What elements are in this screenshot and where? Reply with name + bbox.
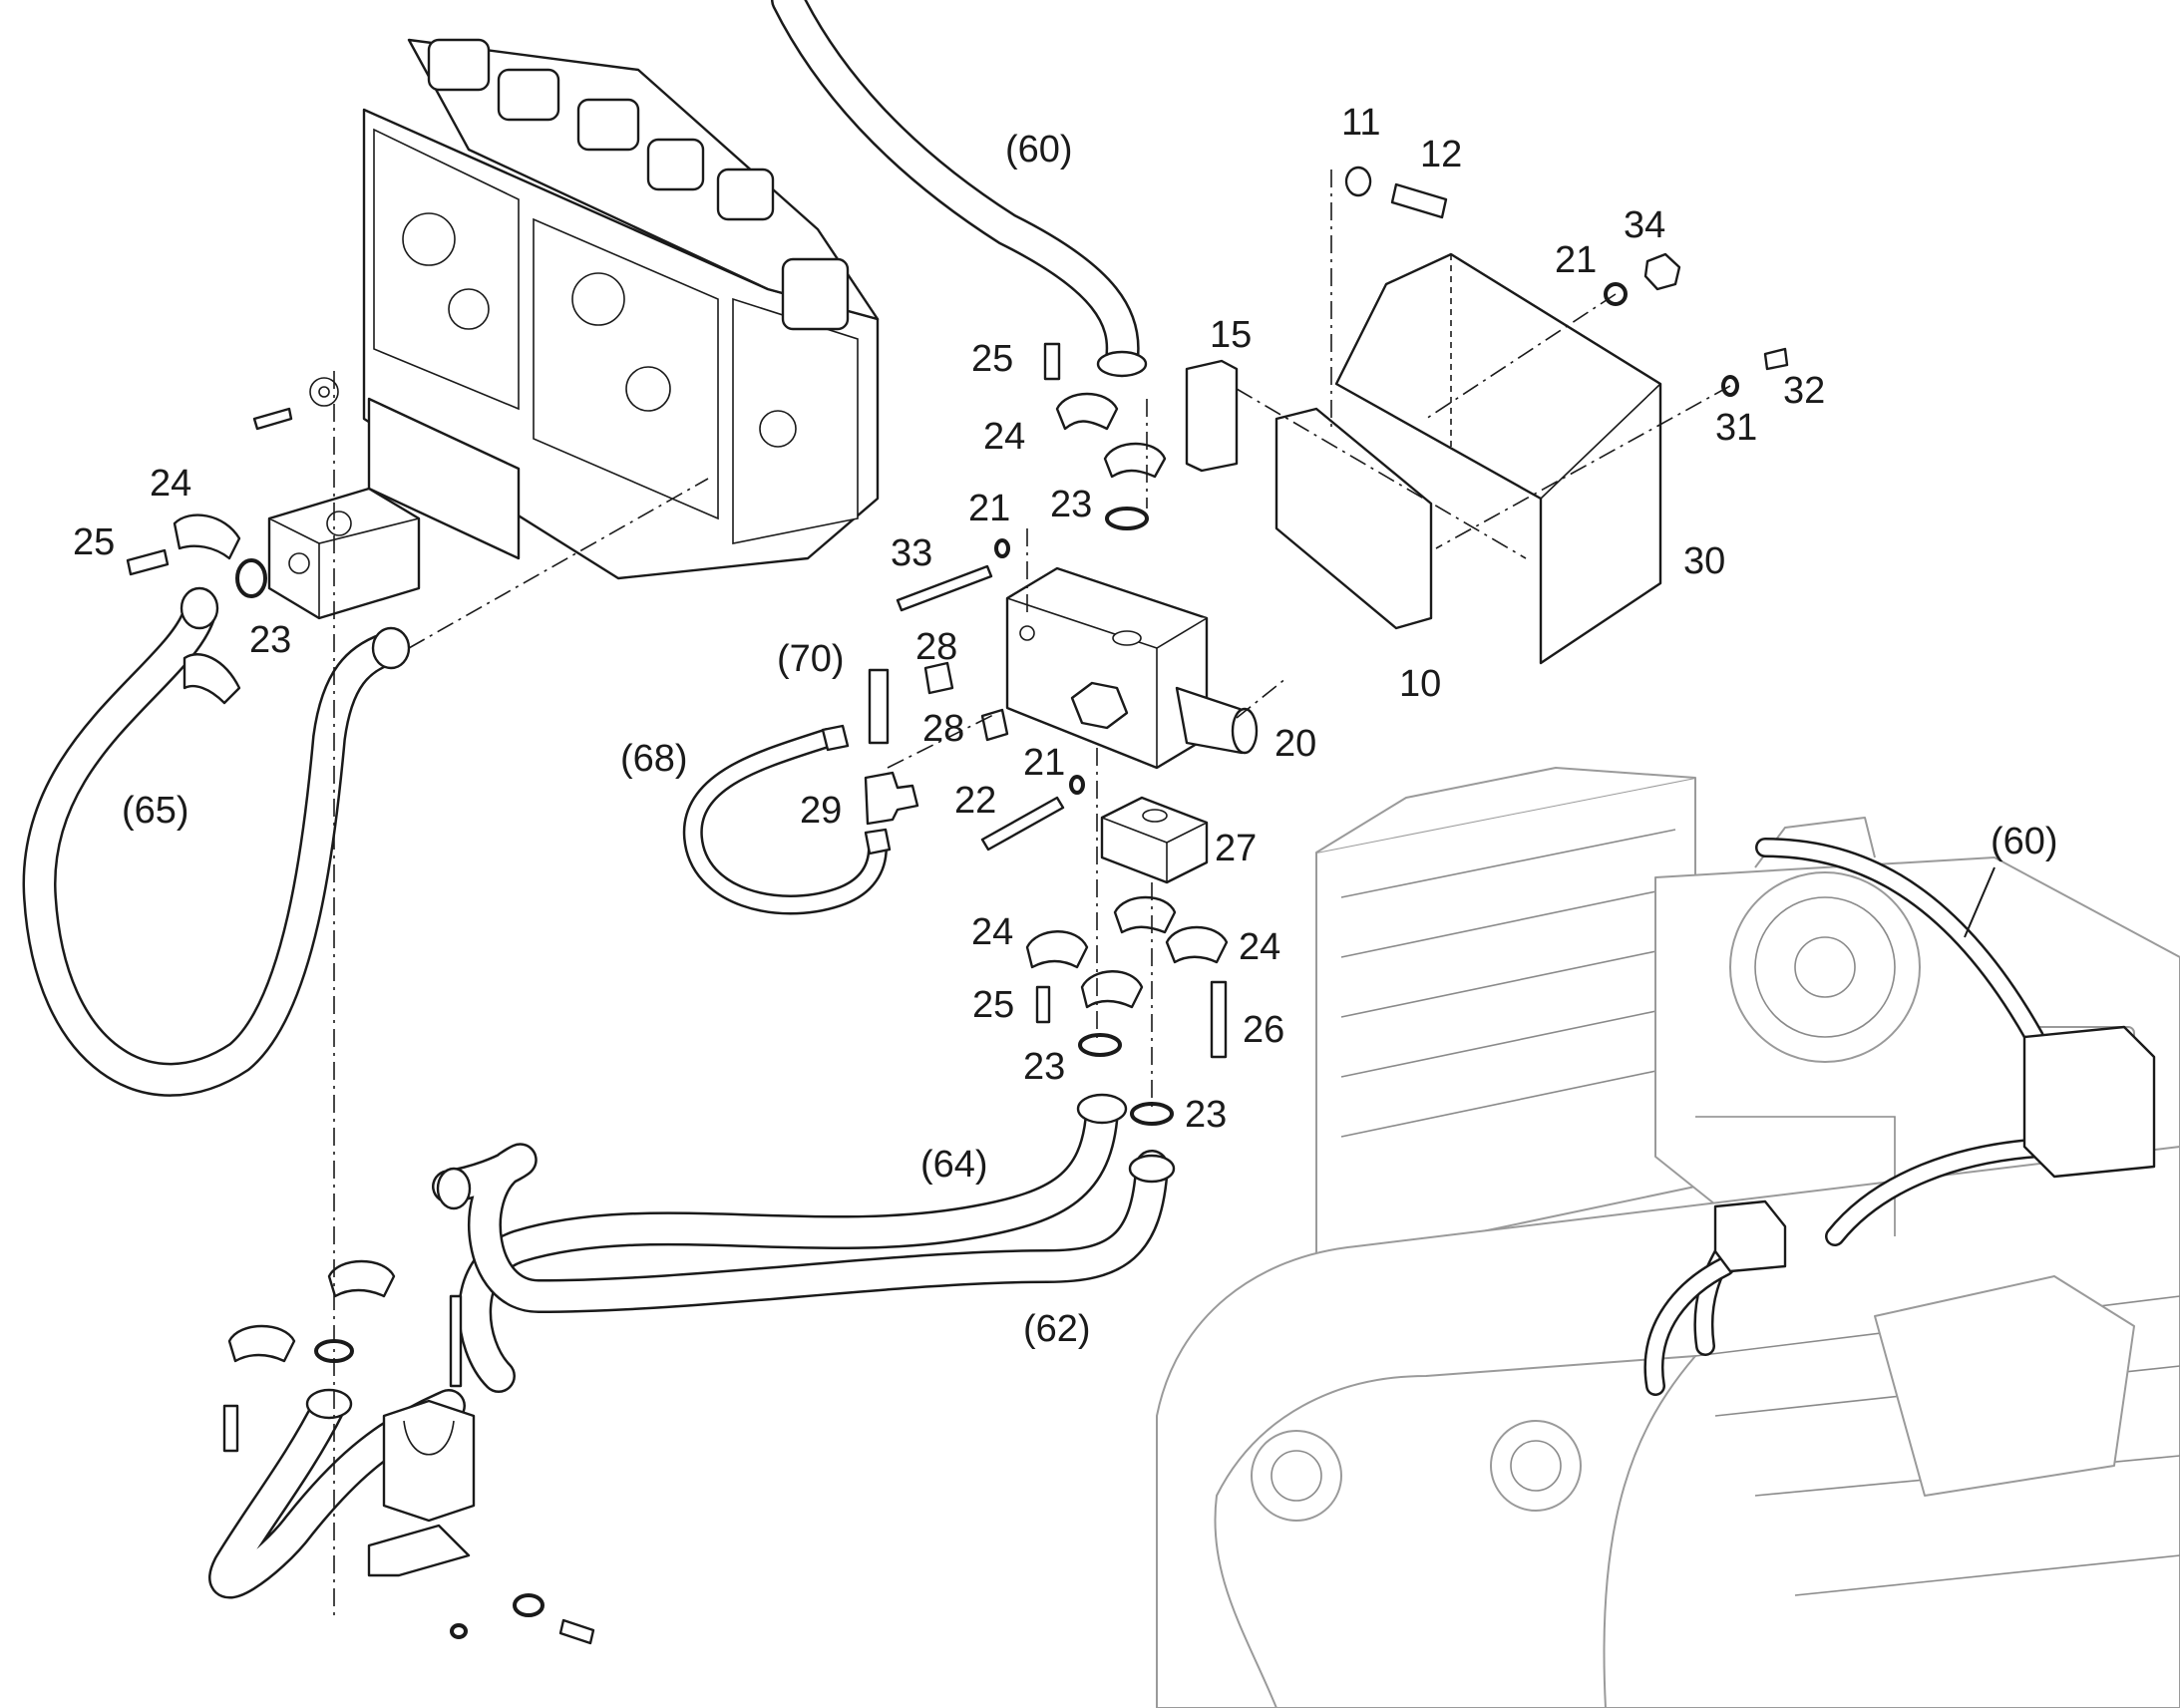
split-flange-clamp-24-mr: [1165, 925, 1229, 964]
callout-29: 29: [800, 790, 842, 832]
callout-21-low: 21: [1023, 742, 1065, 784]
o-ring-23-top: [1105, 507, 1149, 530]
spacer-block-27: [1100, 796, 1209, 884]
washer-11: [1344, 166, 1372, 197]
bolt-33: [896, 564, 993, 612]
bolt-lower-right: [558, 1618, 595, 1645]
callout-60-right: (60): [1991, 821, 2058, 862]
callout-25-top: 25: [971, 338, 1013, 380]
washer-21-low: [1069, 775, 1085, 795]
bolt-12: [1390, 182, 1448, 219]
callout-24-ml: 24: [971, 911, 1013, 953]
callout-25-low: 25: [972, 984, 1014, 1026]
bolt-22: [980, 796, 1065, 852]
callout-11: 11: [1341, 102, 1380, 144]
callout-25-left: 25: [73, 521, 115, 563]
washer-31: [1721, 375, 1739, 397]
split-flange-clamp-lower-b: [227, 1324, 296, 1363]
callout-22: 22: [954, 780, 996, 822]
assembly-lines: [333, 170, 1731, 1615]
washer-21-mid: [994, 538, 1010, 558]
callout-12: 12: [1420, 134, 1462, 175]
callout-labels: (60) 11 12 34 21 15 25 24 23 32 31 30 24…: [73, 102, 2058, 1350]
washer-bolt-left-top: [252, 377, 339, 431]
callout-27: 27: [1215, 828, 1257, 869]
washer-lower: [513, 1593, 545, 1617]
callout-62: (62): [1023, 1308, 1091, 1350]
split-flange-clamp-24-top-a: [1055, 392, 1119, 431]
callout-32: 32: [1783, 370, 1825, 412]
hose-lower-loop: [208, 1388, 466, 1599]
bolt-25-top: [1043, 342, 1061, 381]
bolt-32: [1763, 347, 1789, 371]
o-ring-23-left: [235, 558, 267, 598]
mounting-plate-10: [1274, 407, 1433, 630]
callout-24-left: 24: [150, 463, 191, 505]
callout-23-left: 23: [249, 619, 291, 661]
bracket-plate-left: [367, 397, 521, 560]
callout-34: 34: [1624, 204, 1665, 246]
fitting-29: [864, 771, 919, 826]
callout-21-top: 21: [1555, 239, 1597, 281]
callout-10: 10: [1399, 663, 1441, 705]
hose-65: [22, 586, 411, 1097]
hose-60-top: [771, 0, 1148, 378]
split-flange-clamp-24-mc: [1113, 895, 1177, 934]
callout-28-a: 28: [915, 626, 957, 668]
bolt-lower-left: [222, 1404, 239, 1453]
callout-68: (68): [620, 738, 688, 780]
callout-70: (70): [777, 638, 845, 680]
fitting-70: [868, 668, 890, 745]
hose-60-installed: [1643, 838, 2156, 1396]
hose-64-62: [432, 1093, 1176, 1393]
bolt-25-left: [126, 548, 170, 576]
bracket-angle-lower: [367, 1524, 471, 1577]
split-flange-clamp-24-left: [173, 513, 241, 560]
o-ring-23-low-a: [1078, 1033, 1122, 1057]
split-flange-clamp-lower-a: [327, 1259, 396, 1298]
fitting-28-b: [980, 708, 1009, 742]
saddle-bracket-lower: [382, 1399, 476, 1523]
machine-frame-assembly: [1156, 767, 2180, 1708]
nut-lower: [450, 1623, 468, 1639]
nut-34: [1643, 252, 1681, 291]
valve-manifold-20: [1005, 566, 1259, 770]
callout-64: (64): [920, 1144, 988, 1186]
callout-15: 15: [1210, 314, 1252, 356]
bolt-25-low: [1035, 985, 1051, 1024]
callout-24-mr: 24: [1239, 926, 1280, 968]
callout-28-b: 28: [922, 708, 964, 750]
callout-65: (65): [122, 790, 189, 832]
callout-33: 33: [891, 532, 932, 574]
flange-block-left: [267, 487, 421, 620]
callout-23-top: 23: [1050, 484, 1092, 525]
fitting-28-a: [923, 661, 954, 695]
stud-lower: [449, 1294, 463, 1388]
bolt-26: [1210, 980, 1228, 1059]
split-flange-clamp-24-lower: [1080, 970, 1144, 1009]
washer-21-top: [1604, 282, 1628, 306]
callout-23-low-b: 23: [1185, 1094, 1227, 1136]
callout-20: 20: [1274, 723, 1316, 765]
callout-30: 30: [1683, 540, 1725, 582]
callout-60-top: (60): [1005, 129, 1073, 171]
hose-68: [682, 724, 892, 915]
split-flange-clamp-24-top-b: [1103, 442, 1167, 479]
callout-21-mid: 21: [968, 488, 1010, 529]
callout-24-top: 24: [983, 416, 1025, 458]
cover-30: [1334, 252, 1662, 665]
callout-23-low-a: 23: [1023, 1046, 1065, 1088]
callout-31: 31: [1715, 407, 1757, 449]
split-flange-clamp-24-ml: [1025, 930, 1089, 969]
callout-26: 26: [1243, 1009, 1284, 1051]
spacer-block-15: [1185, 359, 1239, 473]
